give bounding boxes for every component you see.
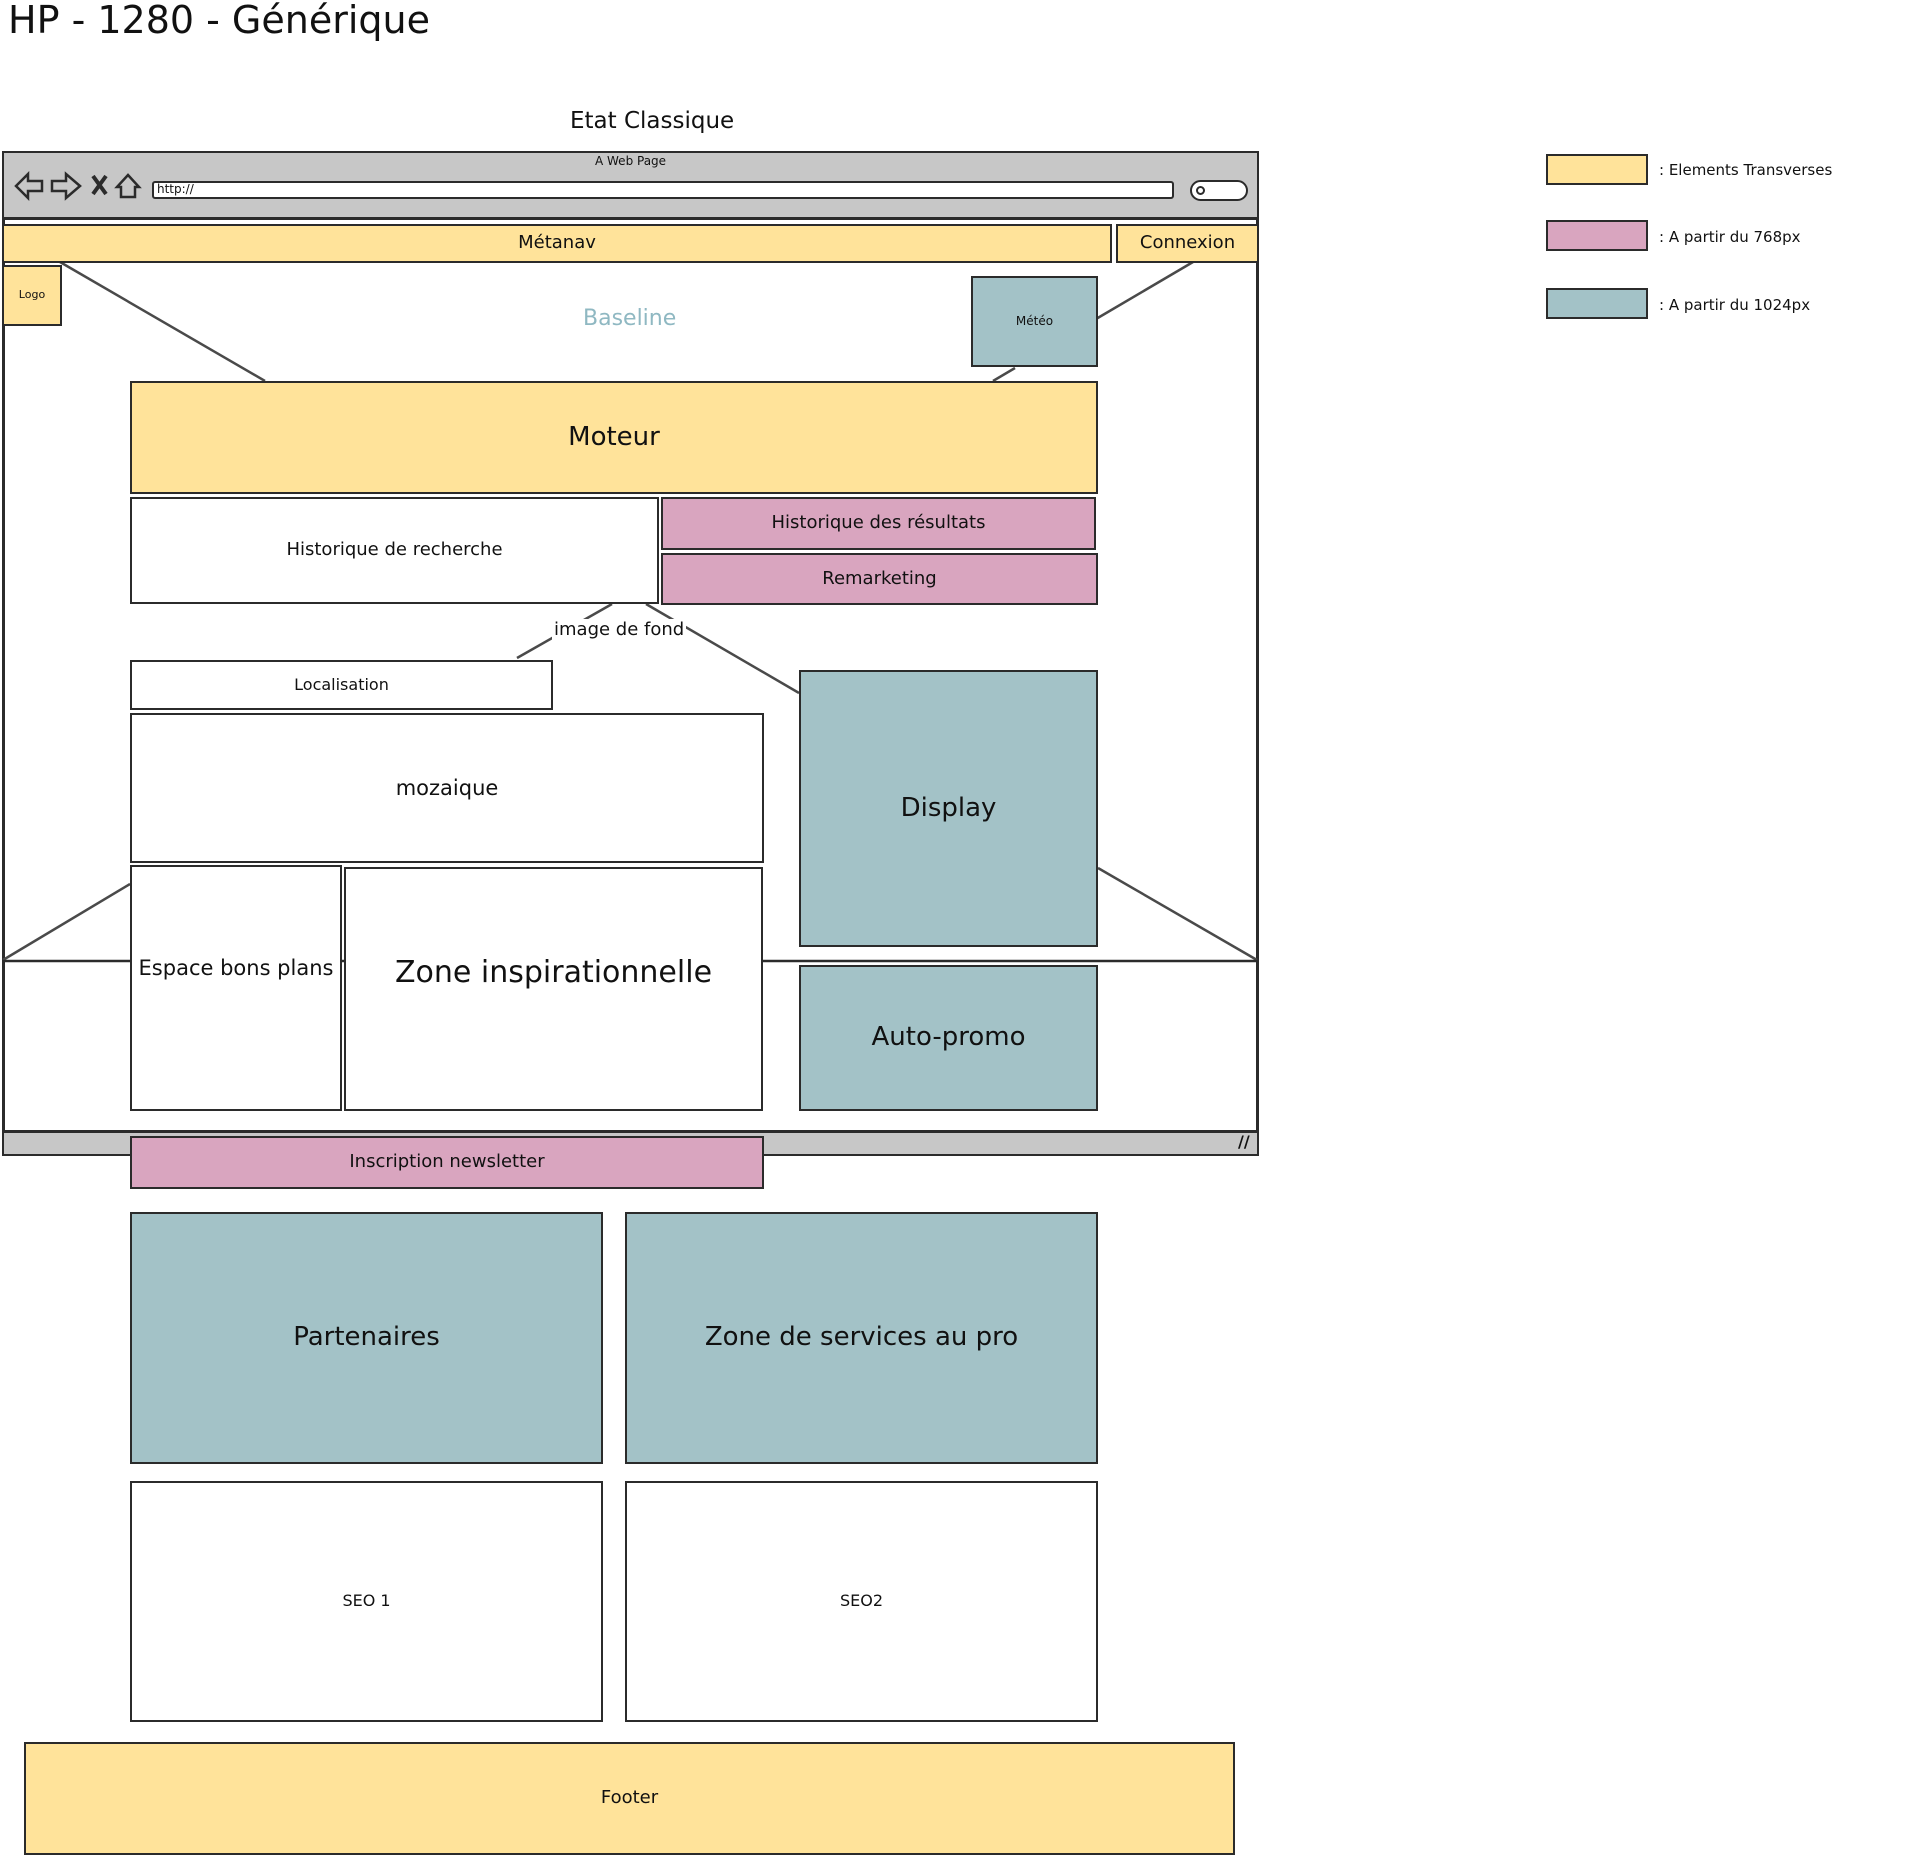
legend: : Elements Transverses : A partir du 768… bbox=[1546, 152, 1906, 322]
resize-grip-icon[interactable]: // bbox=[1238, 1132, 1250, 1151]
baseline-text: Baseline bbox=[583, 306, 677, 331]
inscription-newsletter-label: Inscription newsletter bbox=[349, 1151, 545, 1173]
metanav-block: Métanav bbox=[2, 224, 1112, 263]
auto-promo-label: Auto-promo bbox=[871, 1022, 1026, 1053]
legend-label-1024: : A partir du 1024px bbox=[1659, 296, 1811, 314]
legend-swatch-1024 bbox=[1546, 288, 1648, 319]
remarketing-label: Remarketing bbox=[822, 567, 937, 589]
moteur-block: Moteur bbox=[130, 381, 1098, 494]
localisation-label: Localisation bbox=[294, 674, 389, 694]
footer-block: Footer bbox=[24, 1742, 1235, 1855]
partenaires-label: Partenaires bbox=[293, 1322, 440, 1353]
historique-resultats-label: Historique des résultats bbox=[771, 512, 986, 534]
browser-search-field[interactable] bbox=[1190, 180, 1248, 201]
zone-services-pro-block: Zone de services au pro bbox=[625, 1212, 1098, 1464]
state-title: Etat Classique bbox=[570, 108, 735, 134]
connexion-label: Connexion bbox=[1139, 232, 1236, 254]
logo-label: Logo bbox=[18, 288, 46, 302]
metanav-label: Métanav bbox=[518, 232, 596, 254]
logo-block: Logo bbox=[2, 265, 62, 326]
image-de-fond-label: image de fond bbox=[552, 619, 687, 640]
seo1-block: SEO 1 bbox=[130, 1481, 603, 1722]
historique-recherche-block: Historique de recherche bbox=[130, 497, 659, 604]
display-block: Display bbox=[799, 670, 1098, 947]
seo2-block: SEO2 bbox=[625, 1481, 1098, 1722]
zone-inspirationnelle-label: Zone inspirationnelle bbox=[394, 955, 713, 990]
search-icon bbox=[1196, 186, 1205, 195]
url-bar[interactable] bbox=[152, 181, 1174, 199]
seo1-label: SEO 1 bbox=[342, 1591, 391, 1611]
espace-bons-plans-block: Espace bons plans bbox=[130, 865, 342, 1111]
localisation-block: Localisation bbox=[130, 660, 553, 710]
inscription-newsletter-block: Inscription newsletter bbox=[130, 1136, 764, 1189]
legend-swatch-768 bbox=[1546, 220, 1648, 251]
espace-bons-plans-label: Espace bons plans bbox=[138, 956, 334, 980]
meteo-block: Météo bbox=[971, 276, 1098, 367]
page-title: HP - 1280 - Générique bbox=[8, 0, 430, 42]
seo2-label: SEO2 bbox=[839, 1591, 884, 1611]
connexion-block[interactable]: Connexion bbox=[1116, 224, 1259, 263]
remarketing-block: Remarketing bbox=[661, 553, 1098, 605]
historique-resultats-block: Historique des résultats bbox=[661, 497, 1096, 550]
zone-inspirationnelle-block: Zone inspirationnelle bbox=[344, 867, 763, 1111]
historique-recherche-label: Historique de recherche bbox=[286, 539, 503, 561]
zone-services-pro-label: Zone de services au pro bbox=[704, 1322, 1019, 1353]
browser-window-title: A Web Page bbox=[595, 154, 667, 168]
legend-label-transverse: : Elements Transverses bbox=[1659, 161, 1833, 179]
url-text: http:// bbox=[157, 182, 194, 196]
mozaique-block: mozaique bbox=[130, 713, 764, 863]
legend-label-768: : A partir du 768px bbox=[1659, 228, 1801, 246]
moteur-label: Moteur bbox=[568, 421, 660, 452]
mozaique-label: mozaique bbox=[395, 775, 499, 800]
partenaires-block: Partenaires bbox=[130, 1212, 603, 1464]
display-label: Display bbox=[900, 792, 997, 823]
auto-promo-block: Auto-promo bbox=[799, 965, 1098, 1111]
legend-swatch-transverse bbox=[1546, 154, 1648, 185]
meteo-label: Météo bbox=[1015, 313, 1054, 328]
footer-label: Footer bbox=[600, 1787, 659, 1809]
